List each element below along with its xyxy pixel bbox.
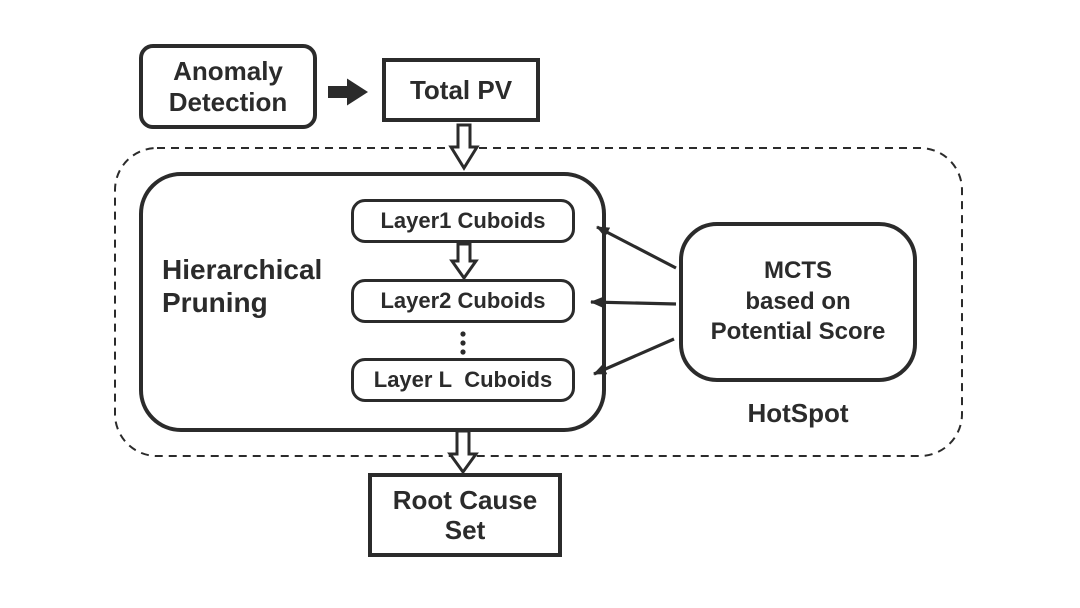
hierarchical-pruning-label: Hierarchical Pruning — [162, 254, 323, 319]
mcts-node: MCTS based on Potential Score — [679, 222, 917, 382]
hotspot-label: HotSpot — [747, 398, 849, 428]
arrow-pruning-to-rootcause — [447, 429, 479, 475]
root-cause-set-node: Root Cause Set — [368, 473, 562, 557]
layerL-cuboids-node: Layer L Cuboids — [351, 358, 575, 402]
anomaly-detection-node: Anomaly Detection — [139, 44, 317, 129]
root-cause-set-label: Root Cause Set — [392, 484, 538, 545]
mcts-label: MCTS based on Potential Score — [710, 256, 886, 346]
anomaly-detection-label: Anomaly Detection — [168, 56, 288, 117]
layerL-cuboids-label: Layer L Cuboids — [373, 367, 553, 393]
layer1-cuboids-label: Layer1 Cuboids — [380, 208, 546, 234]
arrow-totalpv-to-pruning — [448, 123, 480, 171]
layer2-cuboids-node: Layer2 Cuboids — [351, 279, 575, 323]
layer2-cuboids-label: Layer2 Cuboids — [380, 288, 546, 314]
arrow-mcts-to-layerL — [593, 337, 675, 376]
arrow-anomaly-to-totalpv — [328, 78, 368, 106]
arrow-mcts-to-layer1 — [596, 225, 677, 270]
total-pv-node: Total PV — [382, 58, 540, 122]
layer1-cuboids-node: Layer1 Cuboids — [351, 199, 575, 243]
total-pv-label: Total PV — [409, 74, 513, 105]
